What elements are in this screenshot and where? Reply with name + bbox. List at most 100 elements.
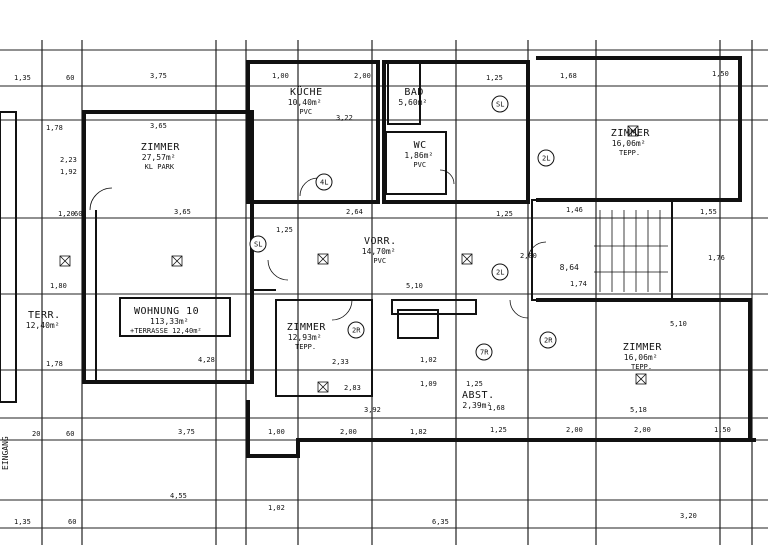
dimension-label: 1,00: [268, 428, 285, 436]
dimension-label: 1,68: [560, 72, 577, 80]
marker-circle: [537, 149, 555, 167]
room-labels: KÜCHE10,40m²PVCBAD5,60m²WC1,86m²PVCZIMME…: [26, 85, 662, 410]
room-name: WC: [414, 140, 427, 151]
room-floor: PVC: [299, 108, 312, 116]
dimension-label: 1,25: [486, 74, 503, 82]
dimension-label: 4,28: [198, 356, 215, 364]
room-name: ABST.: [462, 390, 495, 401]
side-label: EINGANG: [1, 436, 10, 470]
dimension-label: 60: [68, 518, 76, 526]
room-area: 16,06m²: [624, 353, 658, 362]
room-name: KÜCHE: [290, 85, 323, 98]
room-floor: PVC: [413, 161, 426, 169]
room-name: TERR.: [28, 310, 61, 321]
room-name: VORR.: [364, 236, 397, 247]
circle-marker: 2L: [491, 263, 509, 281]
marker-label: 7R: [480, 349, 489, 357]
marker-label: 2L: [542, 155, 550, 163]
dimension-label: 2,33: [332, 358, 349, 366]
room-floor: PVC: [373, 257, 386, 265]
dimension-label: 60: [66, 74, 74, 82]
dimension-label: 1,68: [488, 404, 505, 412]
dimension-label: 1,25: [466, 380, 483, 388]
dimension-label: 1,09: [420, 380, 437, 388]
dimension-label: 1,25: [496, 210, 513, 218]
circle-marker: 4L: [315, 173, 333, 191]
room-name: ZIMMER: [611, 128, 651, 139]
room-area: 8,64: [560, 263, 579, 272]
dimension-label: 1,00: [272, 72, 289, 80]
dimension-label: 6,35: [432, 518, 449, 526]
dimension-label: 3,22: [336, 114, 353, 122]
room-area: 16,06m²: [612, 139, 646, 148]
marker-label: 2L: [496, 269, 504, 277]
dimension-label: 2,00: [634, 426, 651, 434]
room-floor: TEPP.: [295, 343, 316, 351]
dimension-label: 2,23: [60, 156, 77, 164]
marker-circle: [491, 263, 509, 281]
dimension-label: 1,50: [712, 70, 729, 78]
dimension-label: 1,80: [50, 282, 67, 290]
dimension-label: 3,75: [178, 428, 195, 436]
dimension-label: 1,35: [14, 74, 31, 82]
room-terr: TERR.12,40m²: [26, 310, 61, 330]
unit-title: WOHNUNG 10: [134, 306, 199, 317]
dimension-label: 1,78: [46, 124, 63, 132]
dimension-label: 60: [74, 210, 82, 218]
room-area: 10,40m²: [288, 98, 322, 107]
dimension-label: 3,65: [150, 122, 167, 130]
dimension-label: 1,78: [46, 360, 63, 368]
room-floor: TEPP.: [619, 149, 640, 157]
marker-circle: [249, 235, 267, 253]
dimension-label: 1,02: [420, 356, 437, 364]
marker-circle: [491, 95, 509, 113]
marker-label: 2R: [352, 327, 361, 335]
dimension-label: 5,10: [406, 282, 423, 290]
marker-label: SL: [254, 241, 262, 249]
dimension-label: 1,76: [708, 254, 725, 262]
room-name: ZIMMER: [287, 322, 327, 333]
circle-marker: SL: [249, 235, 267, 253]
dimension-label: 1,74: [570, 280, 587, 288]
dimension-label: 1,02: [268, 504, 285, 512]
dimension-label: 3,92: [364, 406, 381, 414]
dimension-label: 2,00: [520, 252, 537, 260]
dimension-label: 3,75: [150, 72, 167, 80]
unit-area: 113,33m²: [150, 317, 189, 326]
marker-label: SL: [496, 101, 504, 109]
room-area: 27,57m²: [142, 153, 176, 162]
dimension-label: 1,82: [410, 428, 427, 436]
dimension-label: 1,50: [714, 426, 731, 434]
room-name: BAD: [404, 87, 424, 98]
room-area: 12,93m²: [288, 333, 322, 342]
door-swings: [89, 169, 547, 321]
marker-label: 4L: [320, 179, 328, 187]
circle-markers: SL 2R 2R 7R 4L 2L SL 2L: [249, 95, 557, 361]
dimension-labels: 1,35 60 3,75 1,00 2,00 1,25 1,68 1,50 1,78 3,65 3,…: [14, 70, 731, 526]
dimension-label: 20: [32, 430, 40, 438]
room-floor: TEPP.: [631, 363, 652, 371]
dimension-label: 2,64: [346, 208, 363, 216]
room-stiege: 8,64: [560, 263, 579, 272]
marker-label: 2R: [544, 337, 553, 345]
dimension-label: 1,20: [58, 210, 75, 218]
dimension-label: 4,55: [170, 492, 187, 500]
unit-note: +TERRASSE 12,40m²: [130, 327, 202, 335]
room-abst: ABST.2,39m²: [462, 390, 495, 410]
marker-circle: [475, 343, 493, 361]
dimension-label: 1,25: [276, 226, 293, 234]
circle-marker: 7R: [475, 343, 493, 361]
dimension-label: 1,92: [60, 168, 77, 176]
circle-marker: 2R: [347, 321, 365, 339]
dimension-label: 2,00: [566, 426, 583, 434]
marker-circle: [315, 173, 333, 191]
room-area: 1,86m²: [404, 151, 433, 160]
room-floor: KL PARK: [145, 163, 175, 171]
dimension-label: 2,83: [344, 384, 361, 392]
